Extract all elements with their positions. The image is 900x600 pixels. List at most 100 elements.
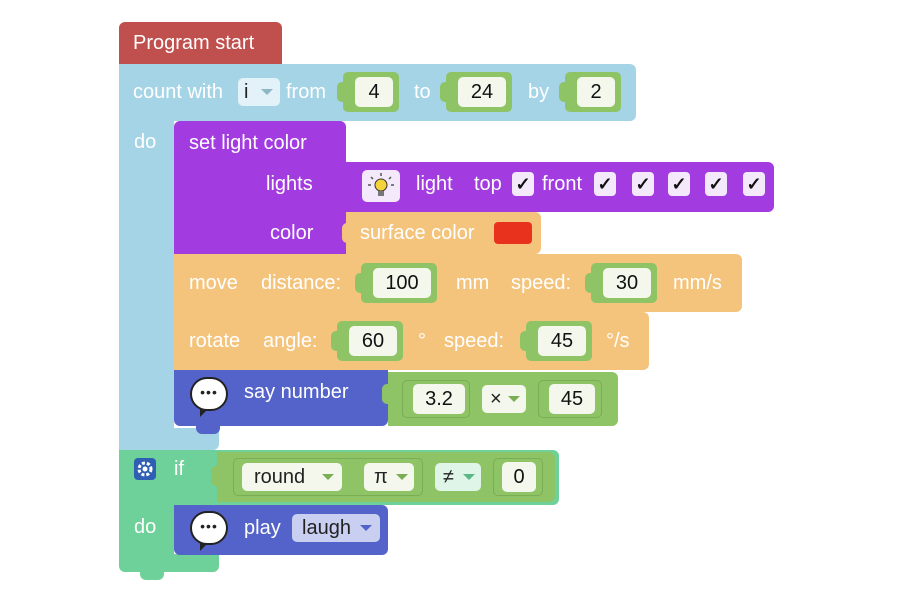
set-light-color-body xyxy=(174,162,346,254)
chevron-down-icon xyxy=(508,396,520,402)
operand-a-field[interactable]: 3.2 xyxy=(413,384,465,414)
operand-b-block[interactable]: 45 xyxy=(538,380,602,418)
speech-bubble-tail xyxy=(200,409,208,417)
distance-value-field[interactable]: 100 xyxy=(373,268,431,298)
count-with-label: count with xyxy=(133,81,224,103)
top-checkbox[interactable]: ✓ xyxy=(512,172,534,196)
play-label: play xyxy=(244,517,281,539)
surface-color-label: surface color xyxy=(360,222,475,244)
puzzle-tab xyxy=(342,223,352,243)
puzzle-tab xyxy=(331,331,341,351)
puzzle-tab xyxy=(520,331,530,351)
chevron-down-icon xyxy=(360,525,372,531)
round-value: round xyxy=(254,466,306,488)
angle-label: angle: xyxy=(263,330,318,352)
by-label: by xyxy=(528,81,550,103)
color-swatch[interactable] xyxy=(494,222,532,244)
loop-variable-value: i xyxy=(244,81,249,103)
puzzle-tab xyxy=(440,82,450,102)
compare-block[interactable]: round π ≠ 0 xyxy=(211,452,555,502)
angle-unit: ° xyxy=(418,330,426,352)
by-value-field[interactable]: 2 xyxy=(577,77,615,107)
operand-b-field[interactable]: 45 xyxy=(549,384,595,414)
light-checkbox-4[interactable]: ✓ xyxy=(668,172,690,196)
if-block-notch xyxy=(140,572,164,580)
to-label: to xyxy=(414,81,431,103)
light-label: light xyxy=(416,173,453,195)
chevron-down-icon xyxy=(396,474,408,480)
by-value-block[interactable]: 2 xyxy=(559,72,621,112)
gear-icon[interactable] xyxy=(134,458,156,480)
puzzle-tab xyxy=(211,466,221,486)
sound-dropdown[interactable]: laugh xyxy=(292,514,380,542)
puzzle-tab xyxy=(559,82,569,102)
light-checkbox-3[interactable]: ✓ xyxy=(632,172,654,196)
light-checkbox-6[interactable]: ✓ xyxy=(743,172,765,196)
speech-bubble-tail xyxy=(200,543,208,551)
compare-value-block[interactable]: 0 xyxy=(493,458,543,496)
puzzle-tab xyxy=(355,273,365,293)
operator-dropdown[interactable]: × xyxy=(482,385,526,413)
puzzle-tab xyxy=(337,82,347,102)
pi-dropdown[interactable]: π xyxy=(364,463,414,491)
set-light-color-title: set light color xyxy=(189,132,307,154)
say-number-notch xyxy=(196,426,220,434)
program-start-label: Program start xyxy=(133,32,255,54)
front-checkbox[interactable]: ✓ xyxy=(594,172,616,196)
speech-bubble-icon xyxy=(190,511,228,545)
count-loop-arm xyxy=(119,120,174,450)
angle-value-block[interactable]: 60 xyxy=(331,321,403,361)
puzzle-tab xyxy=(342,177,352,197)
speed-value-field[interactable]: 30 xyxy=(603,268,651,298)
move-label: move xyxy=(189,272,238,294)
rotate-speed-value-block[interactable]: 45 xyxy=(520,321,592,361)
light-checkbox-5[interactable]: ✓ xyxy=(705,172,727,196)
speed-label: speed: xyxy=(511,272,572,294)
if-label: if xyxy=(174,458,184,480)
loop-variable-dropdown[interactable]: i xyxy=(238,78,280,106)
angle-value-field[interactable]: 60 xyxy=(349,326,397,356)
rotate-label: rotate xyxy=(189,330,241,352)
rotate-speed-label: speed: xyxy=(444,330,505,352)
puzzle-tab xyxy=(382,384,392,404)
if-do-label: do xyxy=(134,516,157,538)
puzzle-tab xyxy=(585,273,595,293)
count-loop-bottom xyxy=(119,428,219,450)
from-value-block[interactable]: 4 xyxy=(337,72,399,112)
pi-value: π xyxy=(374,466,388,488)
distance-label: distance: xyxy=(261,272,342,294)
from-value-field[interactable]: 4 xyxy=(355,77,393,107)
compare-value-field[interactable]: 0 xyxy=(502,462,536,492)
from-label: from xyxy=(286,81,326,103)
loop-do-label: do xyxy=(134,131,157,153)
distance-unit: mm xyxy=(456,272,490,294)
surface-color-block[interactable]: surface color xyxy=(342,212,541,254)
speed-value-block[interactable]: 30 xyxy=(585,263,657,303)
speed-unit: mm/s xyxy=(673,272,722,294)
to-value-block[interactable]: 24 xyxy=(440,72,512,112)
lightbulb-icon xyxy=(362,170,400,202)
lights-label: lights xyxy=(266,173,313,195)
program-start-block[interactable]: Program start xyxy=(119,22,282,64)
move-block[interactable]: move distance: 100 mm speed: 30 mm/s xyxy=(174,254,742,312)
rotate-block[interactable]: rotate angle: 60 ° speed: 45 °/s xyxy=(174,312,649,370)
distance-value-block[interactable]: 100 xyxy=(355,263,437,303)
rotate-speed-value-field[interactable]: 45 xyxy=(538,326,586,356)
light-selector-block[interactable]: light top ✓ front ✓ ✓ ✓ ✓ ✓ xyxy=(342,162,774,212)
operand-a-block[interactable]: 3.2 xyxy=(402,380,470,418)
compare-operator-dropdown[interactable]: ≠ xyxy=(435,463,481,491)
operator-value: × xyxy=(490,388,502,410)
compare-operator-value: ≠ xyxy=(443,466,454,488)
play-sound-block[interactable]: play laugh xyxy=(174,505,388,555)
say-number-block[interactable]: say number xyxy=(174,370,388,426)
rotate-speed-unit: °/s xyxy=(606,330,630,352)
to-value-field[interactable]: 24 xyxy=(458,77,506,107)
front-label: front xyxy=(542,173,583,195)
multiply-block[interactable]: 3.2 × 45 xyxy=(382,372,618,426)
say-number-label: say number xyxy=(244,381,349,403)
set-light-color-top[interactable] xyxy=(174,121,346,163)
sound-value: laugh xyxy=(302,517,351,539)
round-block[interactable]: round π xyxy=(233,458,423,496)
round-dropdown[interactable]: round xyxy=(242,463,342,491)
chevron-down-icon xyxy=(463,474,475,480)
